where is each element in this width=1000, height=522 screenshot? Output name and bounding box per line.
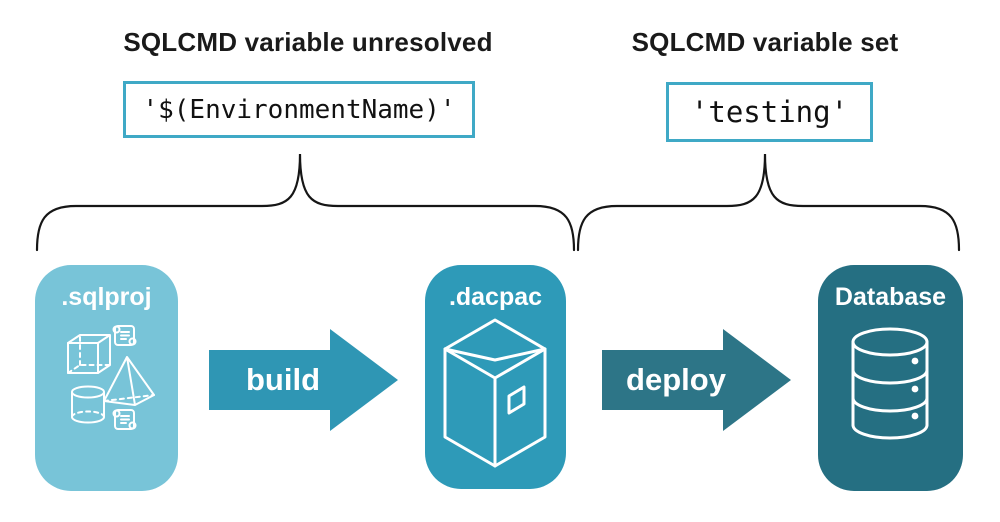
cube-icon xyxy=(67,334,111,374)
right-brace xyxy=(576,153,961,252)
node-sqlproj-label: .sqlproj xyxy=(61,283,152,311)
value-box-set: 'testing' xyxy=(666,82,873,142)
node-dacpac-label: .dacpac xyxy=(448,283,543,311)
build-arrow-shape xyxy=(209,329,398,431)
script-icon xyxy=(112,325,137,346)
sql-objects-and-scripts-icon xyxy=(67,325,155,430)
left-brace xyxy=(35,153,576,252)
package-label-mark xyxy=(507,385,526,415)
cylinder-icon xyxy=(71,385,105,424)
deploy-arrow xyxy=(602,329,791,431)
database-cylinder-icon xyxy=(851,327,929,440)
build-arrow xyxy=(209,329,398,431)
deploy-arrow-label: deploy xyxy=(626,362,726,397)
value-unresolved-text: '$(EnvironmentName)' xyxy=(142,94,456,125)
value-set-text: 'testing' xyxy=(690,95,849,129)
package-box-icon xyxy=(443,318,547,468)
node-dacpac: .dacpac xyxy=(425,265,566,489)
pyramid-icon xyxy=(103,356,155,406)
heading-sqlcmd-set: SQLCMD variable set xyxy=(631,27,899,57)
node-database: Database xyxy=(818,265,963,491)
value-box-unresolved: '$(EnvironmentName)' xyxy=(123,81,475,138)
deploy-arrow-shape xyxy=(602,329,791,431)
build-arrow-label: build xyxy=(245,362,321,397)
node-sqlproj: .sqlproj xyxy=(35,265,178,491)
node-database-label: Database xyxy=(834,283,947,311)
script-icon xyxy=(112,409,137,430)
heading-sqlcmd-unresolved: SQLCMD variable unresolved xyxy=(123,27,493,57)
